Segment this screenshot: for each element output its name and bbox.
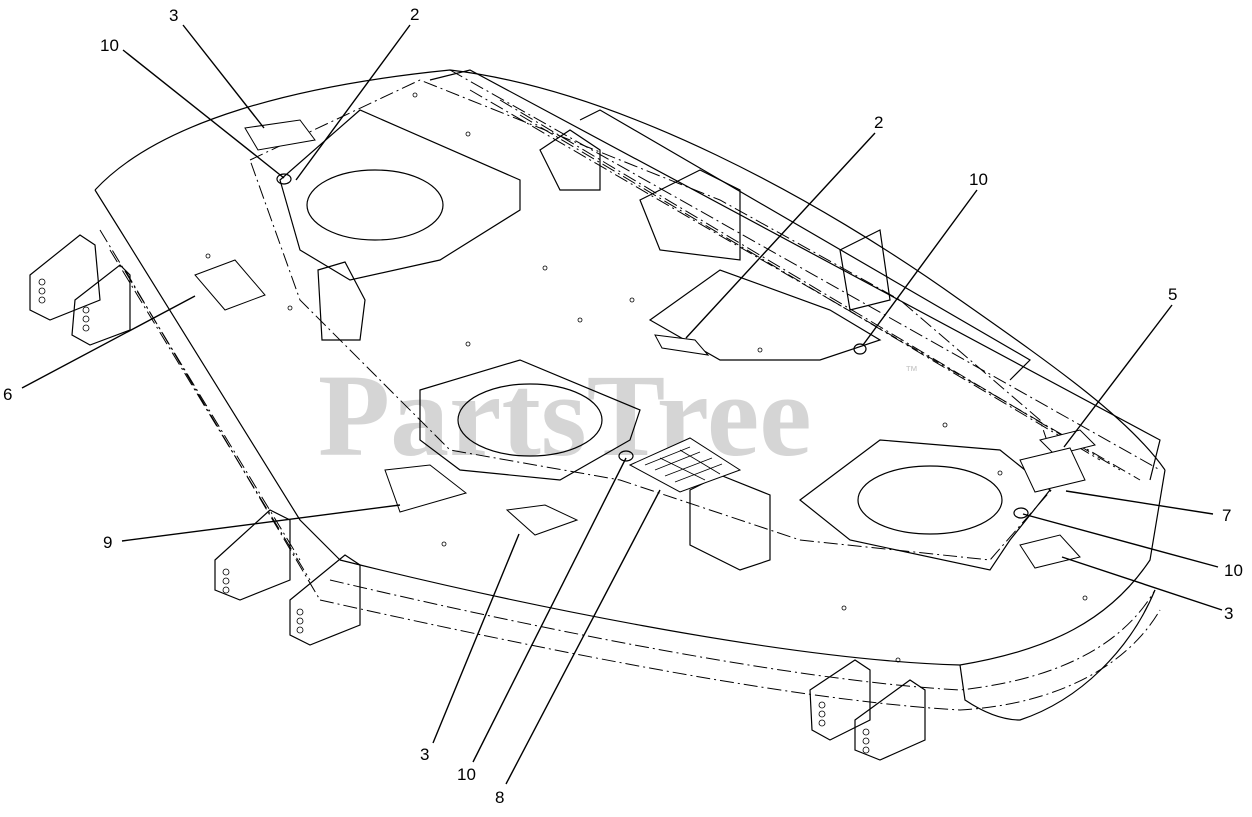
callout-6: 6 bbox=[3, 385, 12, 404]
callout-2-top: 2 bbox=[410, 5, 419, 24]
decal-9 bbox=[384, 464, 468, 513]
callout-9: 9 bbox=[103, 533, 112, 552]
watermark: PartsTree ™ bbox=[318, 350, 918, 481]
decal-2-mid bbox=[654, 334, 710, 356]
decal-7 bbox=[1019, 447, 1086, 493]
callout-3-top: 3 bbox=[169, 6, 178, 25]
decal-6 bbox=[194, 259, 266, 311]
bolt-10-right bbox=[1013, 507, 1029, 519]
callout-10-bottom: 10 bbox=[457, 765, 476, 784]
watermark-trademark: ™ bbox=[905, 363, 918, 378]
callout-2-mid: 2 bbox=[874, 113, 883, 132]
decal-3-top bbox=[244, 119, 316, 151]
callout-8: 8 bbox=[495, 788, 504, 807]
callout-7: 7 bbox=[1222, 506, 1231, 525]
deck-body bbox=[29, 69, 1166, 761]
callout-10-topleft: 10 bbox=[100, 36, 119, 55]
callout-labels: 3 2 10 2 10 5 6 7 10 3 9 3 10 8 bbox=[3, 5, 1243, 807]
callout-10-right: 10 bbox=[1224, 561, 1243, 580]
callout-3-right: 3 bbox=[1224, 604, 1233, 623]
bolt-10-topright bbox=[853, 343, 867, 355]
decal-3-bottom bbox=[505, 504, 579, 536]
bolt-10-center bbox=[618, 450, 634, 462]
callout-5: 5 bbox=[1168, 285, 1177, 304]
callout-3-bottom: 3 bbox=[420, 745, 429, 764]
callout-10-topright: 10 bbox=[969, 170, 988, 189]
bolt-10-topleft bbox=[276, 173, 292, 185]
decals bbox=[194, 119, 1096, 569]
watermark-text: PartsTree bbox=[318, 350, 812, 481]
decal-3-right bbox=[1019, 534, 1081, 569]
leader-lines bbox=[21, 24, 1223, 785]
decal-8-schematic bbox=[628, 437, 742, 493]
